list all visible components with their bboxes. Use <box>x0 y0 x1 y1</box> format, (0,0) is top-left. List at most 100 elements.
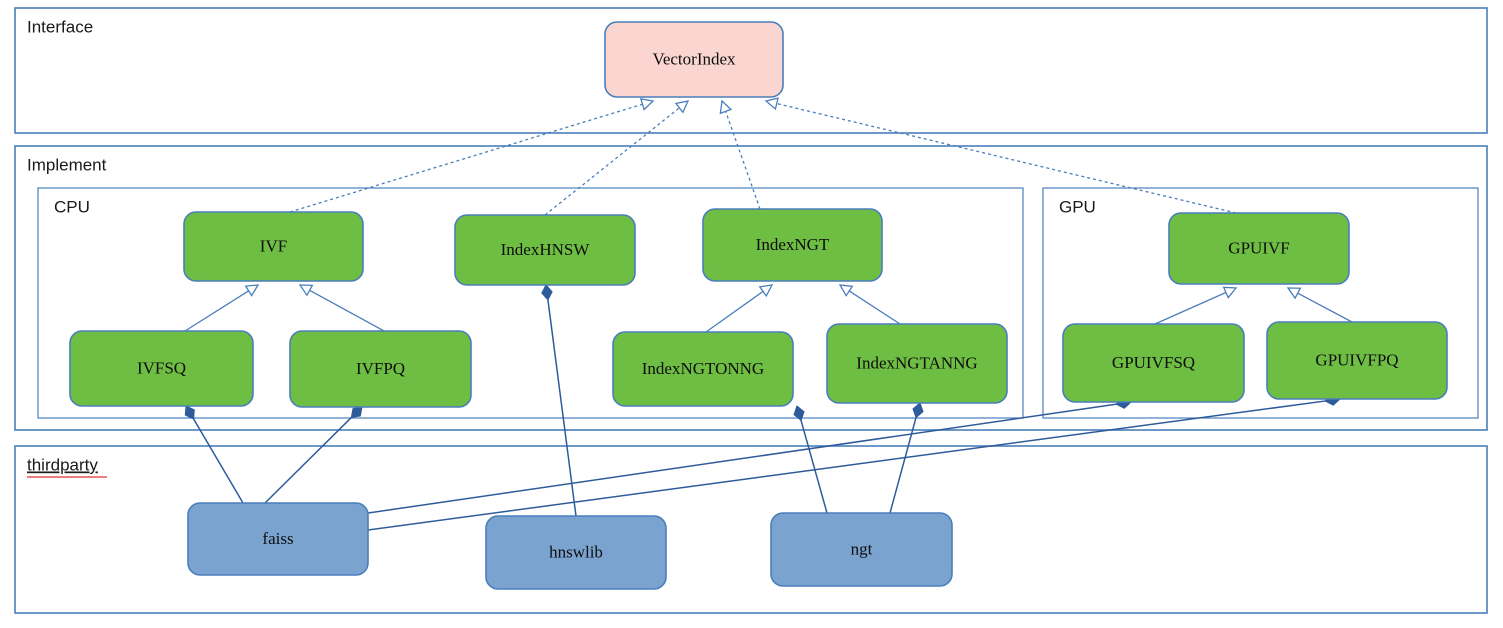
edge-indexngt-to-vectorindex <box>719 99 761 210</box>
class-node-label-vectorindex: VectorIndex <box>652 49 736 68</box>
class-node-ivfpq[interactable]: IVFPQ <box>289 330 472 408</box>
arrowhead-hollow-triangle-icon <box>244 284 260 297</box>
class-node-label-indexngtanng: IndexNGTANNG <box>856 353 977 372</box>
arrowhead-hollow-triangle-icon <box>758 284 774 298</box>
edge-line <box>289 103 644 213</box>
class-node-ngt[interactable]: ngt <box>770 512 953 587</box>
arrowhead-hollow-triangle-icon <box>674 100 690 114</box>
composition-diamond-icon <box>184 405 195 420</box>
edge-ngt-to-indexngtanng <box>889 402 924 514</box>
group-border-gpu <box>1042 187 1479 419</box>
class-node-indexngt[interactable]: IndexNGT <box>702 208 883 282</box>
class-node-box-ivf[interactable] <box>183 211 364 282</box>
class-node-indexhnsw[interactable]: IndexHNSW <box>454 214 636 286</box>
arrowhead-hollow-triangle-icon <box>764 97 779 111</box>
class-node-label-ngt: ngt <box>851 539 873 558</box>
class-node-box-indexngtonng[interactable] <box>612 331 794 407</box>
edge-ivf-to-vectorindex <box>289 98 655 213</box>
class-node-label-ivf: IVF <box>260 236 287 255</box>
class-node-box-ivfsq[interactable] <box>69 330 254 407</box>
group-label-thirdparty: thirdparty <box>27 455 98 474</box>
class-node-box-indexngtanng[interactable] <box>826 323 1008 404</box>
class-node-box-faiss[interactable] <box>187 502 369 576</box>
edge-line <box>192 418 244 504</box>
edge-line <box>367 400 1326 531</box>
class-node-indexngtonng[interactable]: IndexNGTONNG <box>612 331 794 407</box>
group-cpu: CPU <box>37 187 1024 419</box>
edge-line <box>367 403 1117 514</box>
edge-line <box>184 290 250 332</box>
arrowhead-hollow-triangle-icon <box>639 98 655 111</box>
edge-indexhnsw-to-vectorindex <box>544 100 690 216</box>
class-node-faiss[interactable]: faiss <box>187 502 369 576</box>
edge-indexngtonng-to-indexngt <box>705 284 774 333</box>
class-node-gpuivf[interactable]: GPUIVF <box>1168 212 1350 285</box>
class-node-label-ivfpq: IVFPQ <box>356 359 405 378</box>
class-node-box-hnswlib[interactable] <box>485 515 667 590</box>
class-node-vectorindex[interactable]: VectorIndex <box>604 21 784 98</box>
composition-diamond-icon <box>541 284 553 301</box>
group-border-cpu <box>37 187 1024 419</box>
edge-indexngtanng-to-indexngt <box>838 284 901 325</box>
arrowhead-hollow-triangle-icon <box>838 284 854 297</box>
class-node-label-hnswlib: hnswlib <box>549 542 603 561</box>
edge-line <box>889 416 917 514</box>
class-node-label-indexngt: IndexNGT <box>756 235 830 254</box>
class-node-ivf[interactable]: IVF <box>183 211 364 282</box>
edge-line <box>848 290 901 325</box>
edge-hnswlib-to-indexhnsw <box>541 284 577 517</box>
edge-faiss-to-ivfsq <box>184 405 244 504</box>
class-node-indexngtanng[interactable]: IndexNGTANNG <box>826 323 1008 404</box>
group-label-gpu: GPU <box>1059 197 1096 216</box>
edge-faiss-to-gpuivfsq <box>367 397 1132 514</box>
class-node-hnswlib[interactable]: hnswlib <box>485 515 667 590</box>
group-gpu: GPU <box>1042 187 1479 419</box>
arrowhead-hollow-triangle-icon <box>298 284 314 297</box>
class-node-box-gpuivf[interactable] <box>1168 212 1350 285</box>
group-border-implement <box>14 145 1488 431</box>
composition-diamond-icon <box>350 406 363 419</box>
edge-line <box>1154 291 1227 325</box>
edge-faiss-to-gpuivfpq <box>367 394 1341 531</box>
group-label-cpu: CPU <box>54 197 90 216</box>
class-node-gpuivfsq[interactable]: GPUIVFSQ <box>1062 323 1245 403</box>
edge-line <box>544 107 681 216</box>
class-node-box-indexngt[interactable] <box>702 208 883 282</box>
class-node-gpuivfpq[interactable]: GPUIVFPQ <box>1266 321 1448 400</box>
edge-ngt-to-indexngtonng <box>793 405 828 514</box>
edge-line <box>776 102 1237 214</box>
class-node-box-indexhnsw[interactable] <box>454 214 636 286</box>
group-thirdparty: thirdparty <box>14 445 1488 614</box>
edge-gpuivf-to-vectorindex <box>764 97 1237 214</box>
edge-line <box>264 416 353 504</box>
edge-line <box>547 299 577 517</box>
edge-gpuivfsq-to-gpuivf <box>1154 286 1238 325</box>
class-node-box-vectorindex[interactable] <box>604 21 784 98</box>
group-label-implement: Implement <box>27 155 107 174</box>
class-node-ivfsq[interactable]: IVFSQ <box>69 330 254 407</box>
group-border-interface <box>14 7 1488 134</box>
class-node-box-ngt[interactable] <box>770 512 953 587</box>
group-implement: Implement <box>14 145 1488 431</box>
edge-ivfsq-to-ivf <box>184 284 260 332</box>
arrowhead-hollow-triangle-icon <box>1286 287 1302 300</box>
class-node-label-indexhnsw: IndexHNSW <box>501 240 591 259</box>
composition-diamond-icon <box>793 405 805 422</box>
group-interface: Interface <box>14 7 1488 134</box>
class-node-label-gpuivf: GPUIVF <box>1228 238 1289 257</box>
class-node-box-ivfpq[interactable] <box>289 330 472 408</box>
class-node-box-gpuivfsq[interactable] <box>1062 323 1245 403</box>
class-node-box-gpuivfpq[interactable] <box>1266 321 1448 400</box>
class-node-label-gpuivfpq: GPUIVFPQ <box>1315 350 1398 369</box>
edge-line <box>724 110 761 210</box>
arrowhead-hollow-triangle-icon <box>1222 286 1238 299</box>
class-node-label-ivfsq: IVFSQ <box>137 358 186 377</box>
relationships-layer <box>184 97 1353 531</box>
edge-line <box>800 419 828 514</box>
group-border-thirdparty <box>14 445 1488 614</box>
class-node-label-faiss: faiss <box>262 529 293 548</box>
